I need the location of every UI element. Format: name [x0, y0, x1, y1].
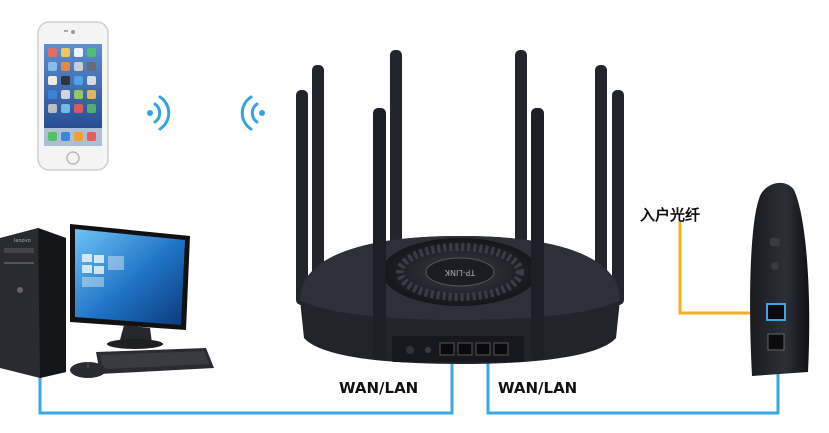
- svg-text:lenovo: lenovo: [14, 238, 31, 244]
- smartphone-icon: [37, 21, 109, 171]
- wan-lan-port-label-left: WAN/LAN: [339, 379, 419, 397]
- wifi-signal-icon: [240, 95, 265, 131]
- fiber-cable: [678, 222, 782, 315]
- desktop-computer-icon: lenovo: [0, 224, 214, 378]
- wifi-signal-icon: [147, 95, 171, 131]
- wan-lan-port-label-right: WAN/LAN: [498, 379, 578, 397]
- lan-cable-pc: [38, 358, 454, 415]
- optical-modem-icon: [750, 182, 810, 376]
- svg-text:TP-LINK: TP-LINK: [444, 268, 476, 277]
- fiber-input-label: 入户光纤: [640, 206, 701, 224]
- lan-cable-modem: [486, 348, 780, 415]
- wireless-router-icon: TP-LINK: [296, 50, 624, 364]
